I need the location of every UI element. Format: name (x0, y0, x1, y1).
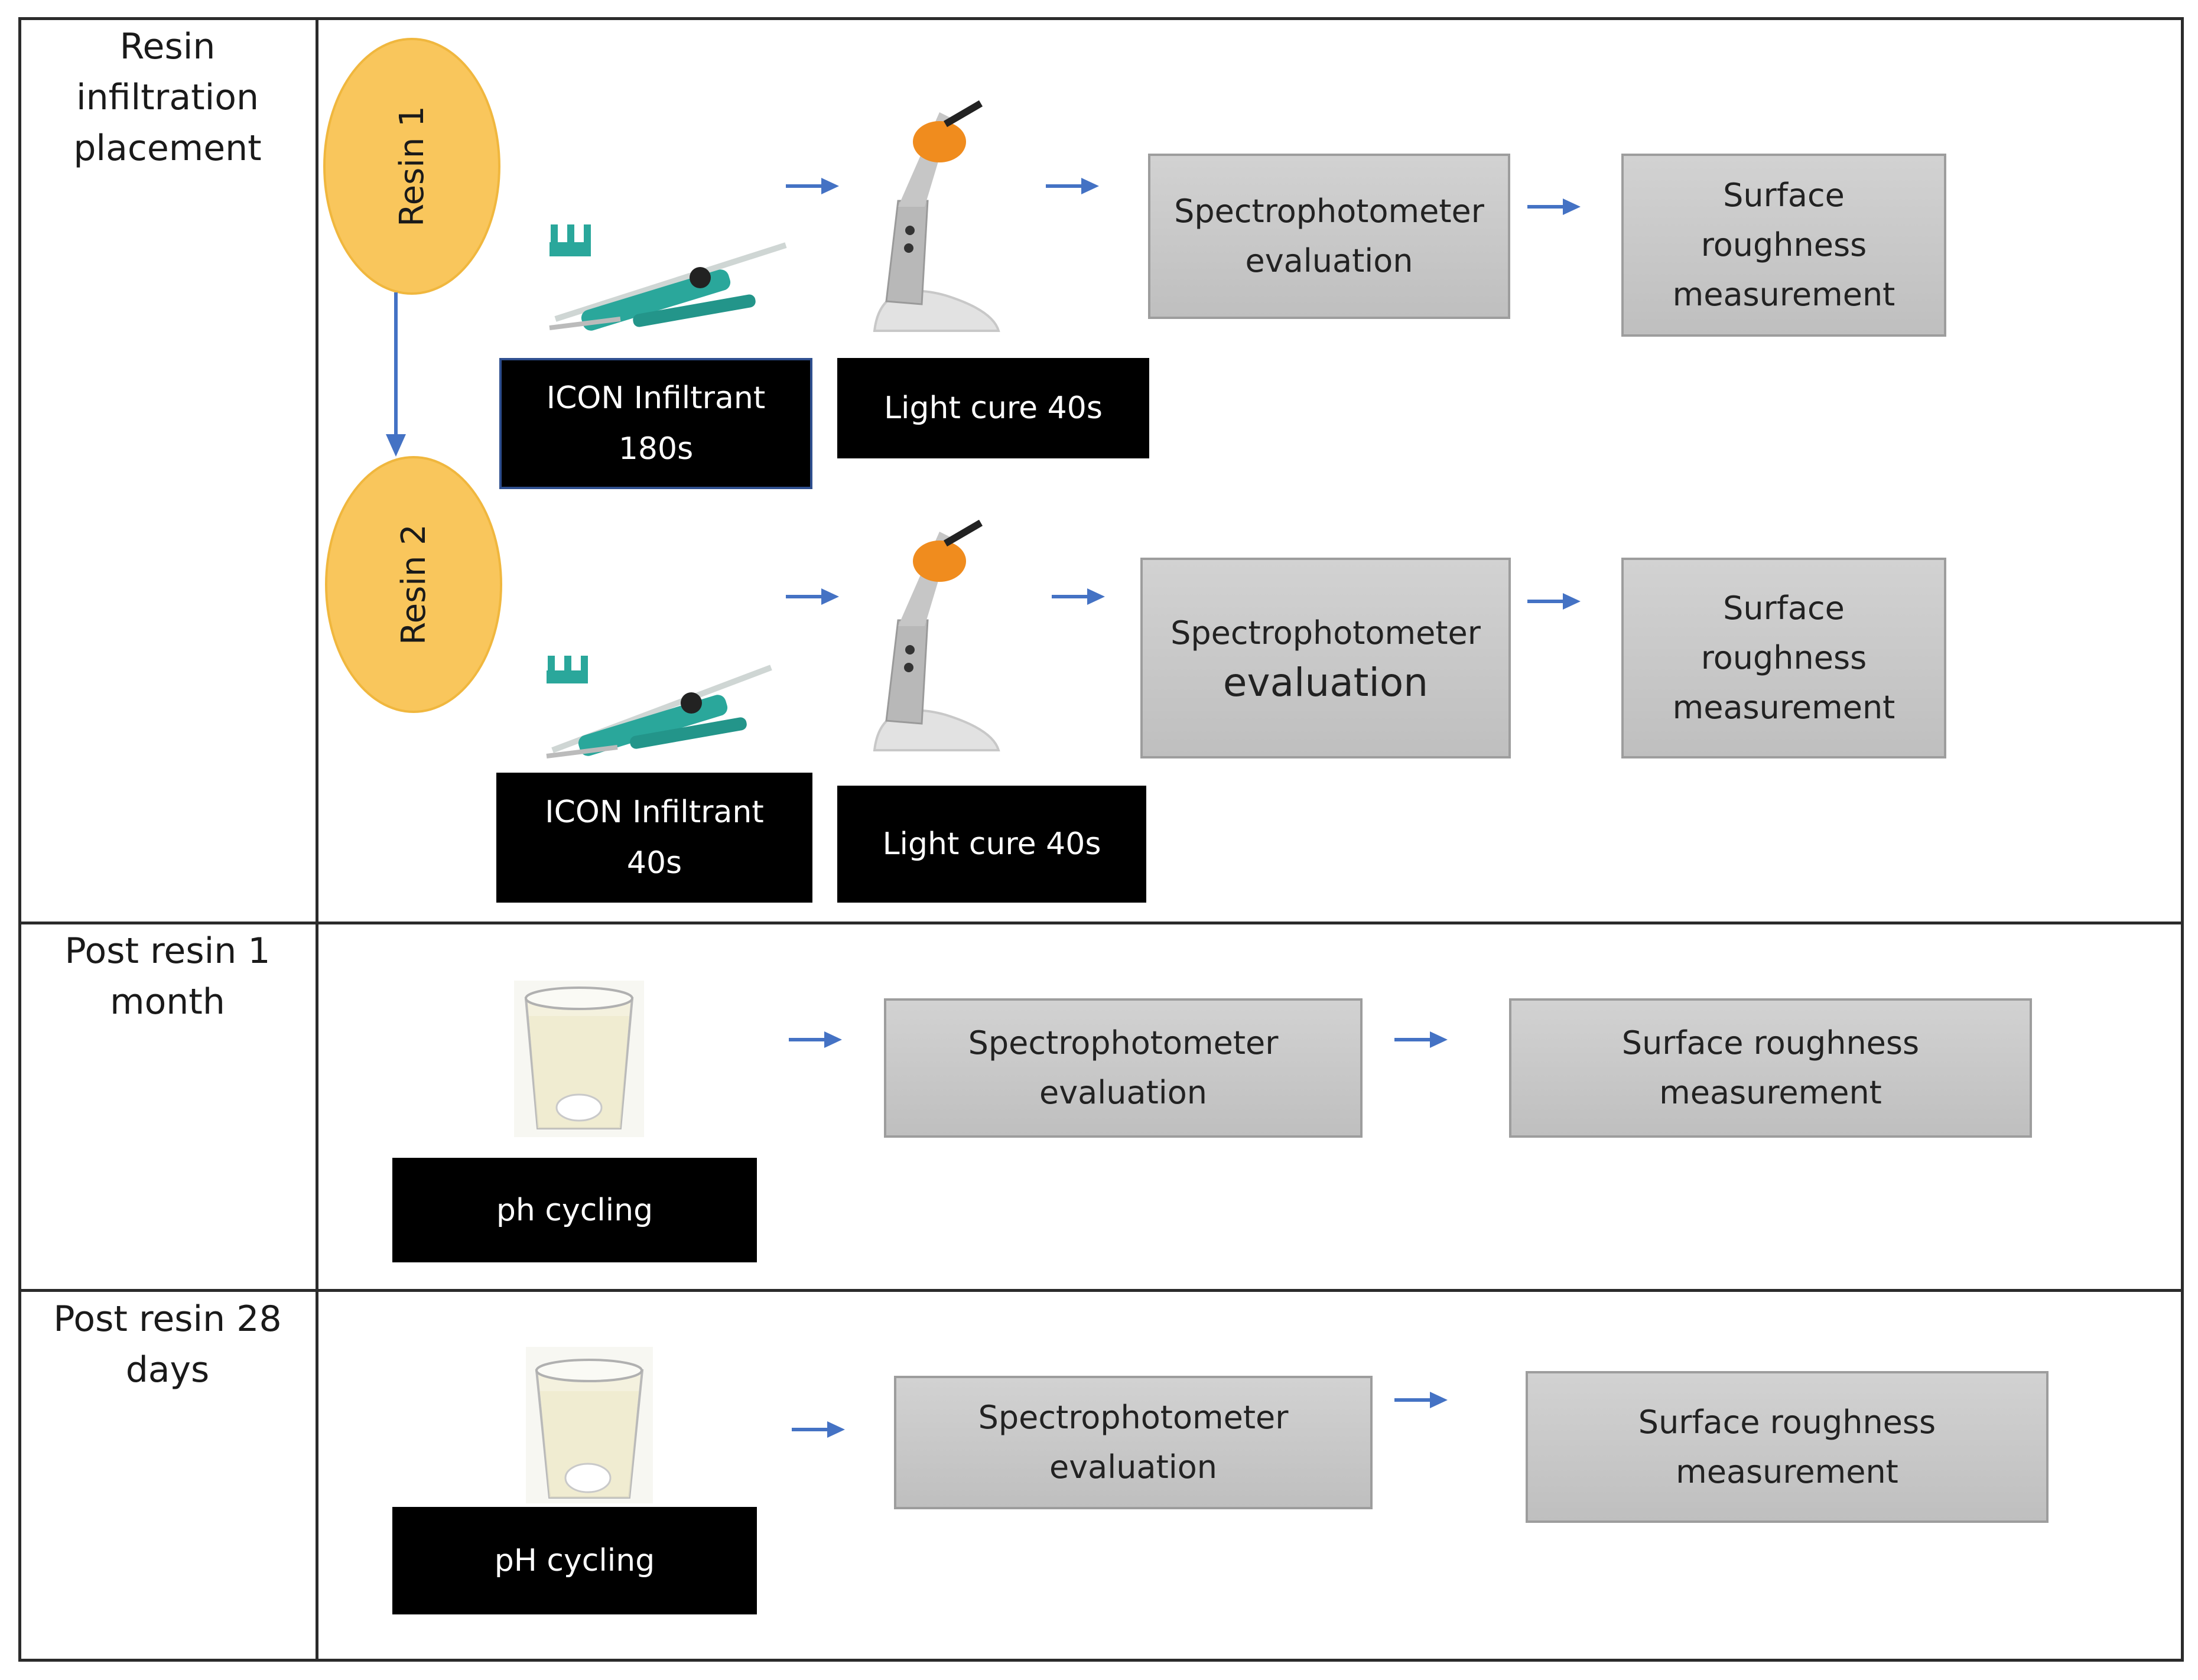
box-line: roughness (1700, 226, 1867, 263)
row-label-post-resin-1-month: Post resin 1 month (18, 926, 317, 1027)
box-line: Spectrophotometer (968, 1024, 1279, 1062)
curing-light-icon (873, 520, 1000, 751)
surface-roughness-measurement-box: Surface roughness measurement (1621, 154, 1946, 337)
row-label-post-resin-28-days: Post resin 28 days (18, 1294, 317, 1395)
box-line: pH cycling (494, 1543, 655, 1578)
row-label-line: Post resin 28 (53, 1298, 282, 1340)
table-left-border (18, 17, 21, 1662)
box-line: measurement (1672, 276, 1895, 313)
spectrophotometer-evaluation-box: Spectrophotometer evaluation (1140, 558, 1511, 758)
row-label-resin-infiltration: Resin infiltration placement (18, 21, 317, 174)
box-line: Surface (1723, 590, 1845, 627)
light-cure-box: Light cure 40s (837, 786, 1146, 903)
box-line: ph cycling (496, 1192, 653, 1228)
box-line: roughness (1700, 639, 1867, 676)
icon-infiltrant-box: ICON Infiltrant 40s (496, 773, 812, 903)
cup-icon (526, 1347, 653, 1503)
arrow-right-icon (789, 1031, 842, 1048)
box-line: evaluation (1049, 1448, 1218, 1486)
arrow-right-icon (1394, 1031, 1448, 1048)
row-label-line: Post resin 1 (64, 930, 271, 972)
surface-roughness-measurement-box: Surface roughness measurement (1621, 558, 1946, 758)
box-line: Spectrophotometer (1174, 193, 1484, 230)
syringe-icon (546, 656, 772, 758)
box-line: 180s (618, 431, 694, 467)
box-line: Spectrophotometer (1170, 614, 1481, 652)
spectrophotometer-evaluation-box: Spectrophotometer evaluation (894, 1376, 1373, 1509)
resin-down-arrow (386, 292, 406, 457)
table-row-divider-2 (18, 1289, 2184, 1292)
ph-cycling-box: pH cycling (392, 1507, 757, 1614)
box-line: Surface roughness (1638, 1403, 1936, 1441)
arrow-right-icon (1527, 198, 1581, 215)
arrow-right-icon (1527, 593, 1581, 610)
table-top-border (18, 17, 2184, 20)
resin-2-label: Resin 2 (394, 524, 433, 645)
arrow-right-icon (1052, 588, 1105, 605)
box-line: ICON Infiltrant (546, 380, 766, 416)
arrow-right-icon (1046, 178, 1099, 194)
spectrophotometer-evaluation-box: Spectrophotometer evaluation (1148, 154, 1510, 319)
surface-roughness-measurement-box: Surface roughness measurement (1526, 1371, 2049, 1523)
cup-icon (514, 981, 644, 1137)
box-line: evaluation (1039, 1074, 1208, 1111)
table-bottom-border (18, 1659, 2184, 1662)
curing-light-icon (873, 100, 1000, 332)
box-line: Light cure 40s (882, 826, 1101, 862)
arrow-right-icon (786, 588, 839, 605)
box-line: Spectrophotometer (978, 1399, 1289, 1436)
icon-infiltrant-box: ICON Infiltrant 180s (499, 358, 812, 489)
table-row-divider-1 (18, 922, 2184, 924)
resin-1-ellipse: Resin 1 (323, 38, 500, 295)
table-column-divider (316, 17, 318, 1662)
row-label-line: days (125, 1349, 210, 1391)
table-right-border (2181, 17, 2184, 1662)
ph-cycling-box: ph cycling (392, 1158, 757, 1262)
box-line: 40s (626, 845, 682, 881)
surface-roughness-measurement-box: Surface roughness measurement (1509, 998, 2032, 1138)
resin-1-label: Resin 1 (392, 106, 431, 227)
row-label-line: placement (73, 128, 262, 169)
box-line: ICON Infiltrant (545, 795, 764, 830)
box-line: Light cure 40s (884, 390, 1103, 426)
spectrophotometer-evaluation-box: Spectrophotometer evaluation (884, 998, 1363, 1138)
resin-2-ellipse: Resin 2 (325, 456, 502, 713)
row-label-line: month (110, 981, 225, 1023)
syringe-icon (549, 224, 787, 331)
arrow-right-icon (786, 178, 839, 194)
box-line: evaluation (1222, 660, 1429, 705)
box-line: measurement (1676, 1453, 1898, 1490)
box-line: Surface (1723, 177, 1845, 214)
arrow-right-icon (1394, 1392, 1448, 1408)
row-label-line: infiltration (76, 77, 259, 118)
arrow-right-icon (792, 1421, 845, 1438)
box-line: Surface roughness (1621, 1024, 1920, 1062)
row-label-line: Resin (119, 26, 216, 67)
box-line: measurement (1659, 1074, 1882, 1111)
light-cure-box: Light cure 40s (837, 358, 1149, 458)
box-line: evaluation (1245, 242, 1413, 279)
box-line: measurement (1672, 689, 1895, 726)
